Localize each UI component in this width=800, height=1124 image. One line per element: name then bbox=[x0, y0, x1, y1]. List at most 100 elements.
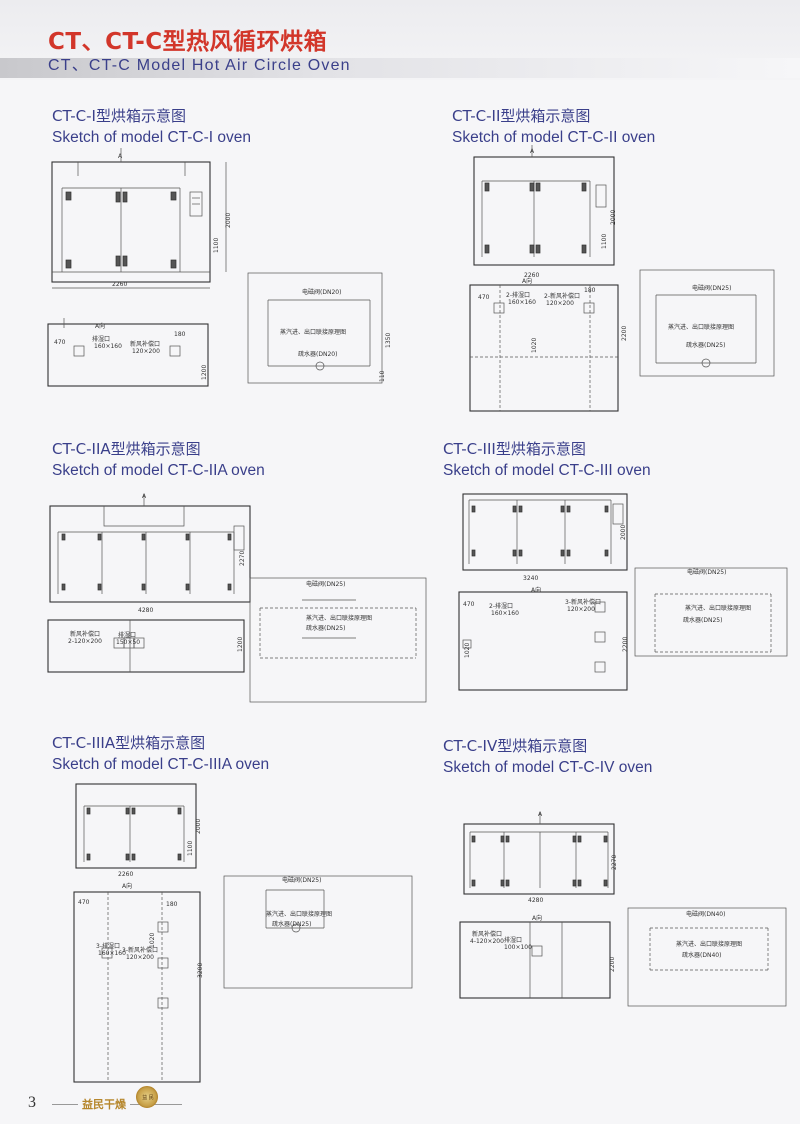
view-a-dir-ctii: A向 bbox=[522, 277, 532, 285]
sketch-ctiii: 3240 2000 A向 2-排湿口 160×160 3-新风补偿口 120×2… bbox=[458, 493, 788, 691]
dim-180-cti: 180 bbox=[174, 331, 186, 338]
trap-label-ctii: 疏水器(DN25) bbox=[686, 341, 725, 349]
exhaust-size-ctiv: 100×100 bbox=[504, 944, 532, 951]
view-a-dir-ctiiia: A向 bbox=[122, 882, 132, 890]
exhaust-label-ctiiia: 3-排湿口 bbox=[96, 942, 120, 950]
view-a-label-cti: A bbox=[118, 153, 123, 160]
fresh-air-size-ctii: 120×200 bbox=[546, 300, 574, 307]
view-a-label-ctiia: A bbox=[142, 493, 147, 500]
dim-2200-ctiv: 2200 bbox=[609, 957, 616, 972]
view-a-dir-ctiv: A向 bbox=[532, 914, 542, 922]
dim-4280-ctiv: 4280 bbox=[528, 897, 543, 904]
exhaust-size-cti: 160×160 bbox=[94, 343, 122, 350]
fresh-air-size-ctiia: 2-120×200 bbox=[68, 638, 102, 645]
section-title-cn-cti: CT-C-I型烘箱示意图 bbox=[52, 107, 186, 125]
page-header: CT、CT-C型热风循环烘箱 CT、CT-C Model Hot Air Cir… bbox=[0, 0, 800, 80]
fresh-air-label-cti: 新风补偿口 bbox=[130, 340, 160, 348]
footer-brand: 益民干燥 bbox=[78, 1096, 130, 1112]
exhaust-label-ctiia: 排湿口 bbox=[118, 631, 136, 639]
dim-2260-ctii: 2260 bbox=[524, 272, 539, 279]
section-title-cn-ctiv: CT-C-IV型烘箱示意图 bbox=[443, 737, 588, 755]
fresh-air-size-cti: 120×200 bbox=[132, 348, 160, 355]
steam-note-ctiii: 蒸汽进、出口联接原理图 bbox=[685, 604, 751, 612]
section-title-cn-ctiii: CT-C-III型烘箱示意图 bbox=[443, 440, 586, 458]
dim-3240-ctiii: 3240 bbox=[523, 575, 538, 582]
solenoid-label-ctiv: 电磁阀(DN40) bbox=[686, 910, 725, 918]
page-title-en: CT、CT-C Model Hot Air Circle Oven bbox=[48, 57, 351, 74]
dim-2200-ctii: 2200 bbox=[621, 326, 628, 341]
page-title-cn: CT、CT-C型热风循环烘箱 bbox=[48, 29, 328, 55]
view-a-dir-cti: A向 bbox=[95, 322, 105, 330]
fresh-air-label-ctiii: 3-新风补偿口 bbox=[565, 598, 601, 606]
section-title-en-ctii: Sketch of model CT-C-II oven bbox=[452, 129, 656, 146]
solenoid-label-ctiia: 电磁阀(DN25) bbox=[306, 580, 345, 588]
sketch-ctii: A 2260 2000 1100 A向 2-排湿口 160×160 2-新风补偿… bbox=[469, 145, 775, 412]
fresh-air-label-ctiia: 新风补偿口 bbox=[70, 630, 100, 638]
dim-2200-ctiii: 2200 bbox=[622, 637, 629, 652]
dim-1350-cti: 1350 bbox=[385, 333, 392, 348]
dim-2260-cti: 2260 bbox=[112, 281, 127, 288]
dim-1020-ctii: 1020 bbox=[531, 338, 538, 353]
exhaust-label-ctiii: 2-排湿口 bbox=[489, 602, 513, 610]
solenoid-label-ctiii: 电磁阀(DN25) bbox=[687, 568, 726, 576]
section-title-cn-ctiiia: CT-C-IIIA型烘箱示意图 bbox=[52, 734, 206, 752]
fresh-air-size-ctiii: 120×200 bbox=[567, 606, 595, 613]
steam-note-ctiia: 蒸汽进、出口联接原理图 bbox=[306, 614, 372, 622]
sketch-cti: A 2260 2000 1100 A向 排湿口 160×160 新风补偿口 12… bbox=[47, 148, 392, 387]
dim-1020-ctiii: 1020 bbox=[464, 643, 471, 658]
solenoid-label-ctii: 电磁阀(DN25) bbox=[692, 284, 731, 292]
trap-label-cti: 疏水器(DN20) bbox=[298, 350, 337, 358]
sketch-ctiia: A 4280 2270 新风补偿口 2-120×200 排湿口 150×50 1… bbox=[47, 493, 427, 703]
sketch-ctiiia: 2260 2000 1100 A向 470 180 3-排湿口 160×160 … bbox=[73, 783, 413, 1083]
dim-1100-ctiiia: 1100 bbox=[187, 841, 194, 856]
section-title-en-ctiiia: Sketch of model CT-C-IIIA oven bbox=[52, 756, 270, 773]
dim-470-ctiiia: 470 bbox=[78, 899, 90, 906]
dim-1200-ctiia: 1200 bbox=[237, 637, 244, 652]
solenoid-label-ctiiia: 电磁阀(DN25) bbox=[282, 876, 321, 884]
dim-470-ctii: 470 bbox=[478, 294, 490, 301]
brand-logo-text: 益 民 bbox=[142, 1095, 154, 1101]
exhaust-size-ctiia: 150×50 bbox=[116, 639, 140, 646]
view-a-label-ctii: A bbox=[530, 148, 535, 155]
exhaust-size-ctii: 160×160 bbox=[508, 299, 536, 306]
dim-3200-ctiiia: 3200 bbox=[197, 963, 204, 978]
dim-2000-ctii: 2000 bbox=[610, 210, 617, 225]
trap-label-ctiii: 疏水器(DN25) bbox=[683, 616, 722, 624]
section-title-cn-ctiia: CT-C-IIA型烘箱示意图 bbox=[52, 440, 201, 458]
section-title-en-ctiii: Sketch of model CT-C-III oven bbox=[443, 462, 651, 479]
trap-label-ctiiia: 疏水器(DN25) bbox=[272, 920, 311, 928]
dim-2000-cti: 2000 bbox=[225, 213, 232, 228]
dim-1200-cti: 1200 bbox=[201, 365, 208, 380]
dim-4280-ctiia: 4280 bbox=[138, 607, 153, 614]
section-title-en-ctiia: Sketch of model CT-C-IIA oven bbox=[52, 462, 265, 479]
section-title-cn-ctii: CT-C-II型烘箱示意图 bbox=[452, 107, 591, 125]
steam-note-ctiv: 蒸汽进、出口联接原理图 bbox=[676, 940, 742, 948]
view-a-dir-ctiii: A向 bbox=[531, 586, 541, 594]
dim-180-ctiiia: 180 bbox=[166, 901, 178, 908]
dim-2270-ctiia: 2270 bbox=[239, 551, 246, 566]
steam-note-ctii: 蒸汽进、出口联接原理图 bbox=[668, 323, 734, 331]
dim-110-cti: 110 bbox=[379, 370, 386, 382]
dim-2260-ctiiia: 2260 bbox=[118, 871, 133, 878]
fresh-air-label-ctiv: 新风补偿口 bbox=[472, 930, 502, 938]
fresh-air-size-ctiiia: 120×200 bbox=[126, 954, 154, 961]
steam-note-cti: 蒸汽进、出口联接原理图 bbox=[280, 328, 346, 336]
steam-note-ctiiia: 蒸汽进、出口联接原理图 bbox=[266, 910, 332, 918]
sketch-ctiv: A 4280 2270 A向 新风补偿口 4-120×200 排湿口 100×1… bbox=[459, 811, 787, 1007]
dim-1100-cti: 1100 bbox=[213, 238, 220, 253]
trap-label-ctiia: 疏水器(DN25) bbox=[306, 624, 345, 632]
brand-logo-icon: 益 民 bbox=[136, 1086, 158, 1108]
trap-label-ctiv: 疏水器(DN40) bbox=[682, 951, 721, 959]
dim-1100-ctii: 1100 bbox=[601, 234, 608, 249]
exhaust-label-cti: 排湿口 bbox=[92, 335, 110, 343]
dim-470-ctiii: 470 bbox=[463, 601, 475, 608]
solenoid-label-cti: 电磁阀(DN20) bbox=[302, 288, 341, 296]
fresh-air-label-ctiiia: 3-新风补偿口 bbox=[122, 946, 158, 954]
fresh-air-size-ctiv: 4-120×200 bbox=[470, 938, 504, 945]
section-title-en-ctiv: Sketch of model CT-C-IV oven bbox=[443, 759, 653, 776]
view-a-label-ctiv: A bbox=[538, 811, 543, 818]
exhaust-label-ctiv: 排湿口 bbox=[504, 936, 522, 944]
dim-2000-ctiiia: 2000 bbox=[195, 819, 202, 834]
exhaust-label-ctii: 2-排湿口 bbox=[506, 291, 530, 299]
fresh-air-label-ctii: 2-新风补偿口 bbox=[544, 292, 580, 300]
